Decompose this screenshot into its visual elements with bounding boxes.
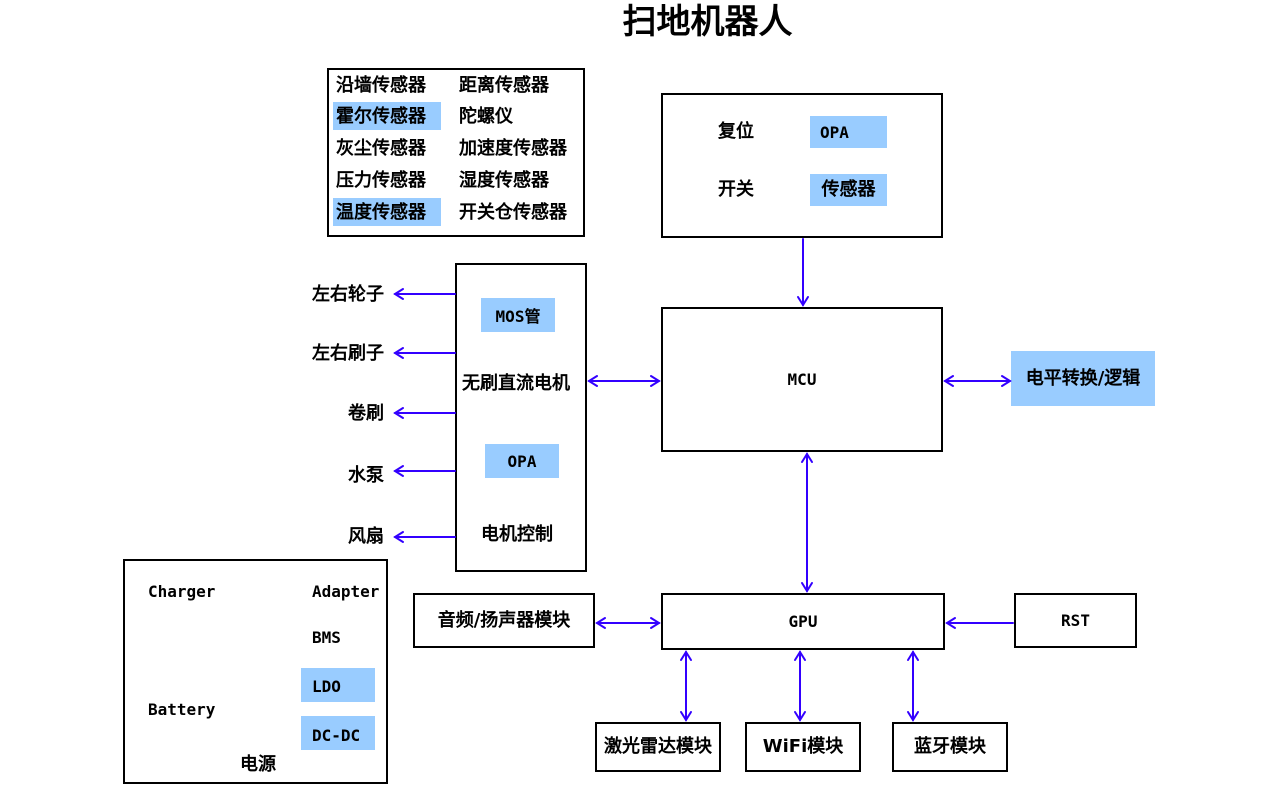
wifi-label: WiFi模块 [762,736,844,757]
sensor-highlight-temp [333,198,441,226]
switch-label: 开关 [718,179,754,200]
charger-label: Charger [148,582,216,601]
dcdc-label: DC-DC [312,726,361,745]
ldo-tag [301,668,375,702]
arrow-reset-mcu [797,238,809,307]
bldc-label: 无刷直流电机 [462,373,570,394]
sensor-temperature: 温度传感器 [336,202,426,223]
rst-label: RST [1061,611,1090,630]
sensor-accelerometer: 加速度传感器 [459,138,567,159]
lidar-label: 激光雷达模块 [604,736,712,757]
mcu-box: MCU [661,307,943,452]
reset-switch-box [661,93,943,238]
bluetooth-box: 蓝牙模块 [892,722,1008,772]
gpu-box: GPU [661,593,945,650]
rst-box: RST [1014,593,1137,648]
arrow-gpu-wifi [794,650,806,722]
mos-text: MOS管 [495,307,541,326]
sensor-wall: 沿墙传感器 [336,75,426,96]
motor-opa-tag: OPA [485,444,559,478]
audio-label: 音频/扬声器模块 [437,609,571,631]
sensor-highlight-hall [333,102,441,130]
ldo-label: LDO [312,677,341,696]
arrow-mcu-gpu [801,452,813,593]
dcdc-tag [301,716,375,750]
diagram-title: 扫地机器人 [622,2,793,42]
reset-label: 复位 [718,121,754,142]
arrow-to-side-brushes [393,347,456,359]
motor-opa-text: OPA [507,451,537,471]
motor-control-label: 电机控制 [481,524,553,545]
output-water-pump: 水泵 [348,465,384,486]
bms-label: BMS [312,628,341,647]
adapter-label: Adapter [312,582,380,601]
arrow-mcu-levelshift [943,375,1012,387]
sensor-distance: 距离传感器 [459,75,549,96]
arrow-gpu-bluetooth [907,650,919,722]
sensor-bin-switch: 开关仓传感器 [459,202,567,223]
switch-sensor-text: 传感器 [821,179,876,200]
bluetooth-label: 蓝牙模块 [914,736,986,757]
lidar-box: 激光雷达模块 [595,722,721,772]
battery-label: Battery [148,700,216,719]
arrow-rst-gpu [945,617,1014,629]
reset-opa-text: OPA [820,122,849,142]
sensor-gyro: 陀螺仪 [459,106,513,127]
output-roller-brush: 卷刷 [348,403,384,424]
output-wheels: 左右轮子 [312,284,384,305]
arrow-to-wheels [393,288,456,300]
output-side-brushes: 左右刷子 [312,343,384,364]
arrow-to-water-pump [393,465,456,477]
gpu-label: GPU [788,612,818,631]
arrow-motor-mcu [587,375,661,387]
switch-sensor-tag: 传感器 [810,174,887,206]
sensor-hall: 霍尔传感器 [336,106,426,127]
arrow-to-fan [393,531,456,543]
arrow-audio-gpu [595,617,661,629]
level-shift-box: 电平转换/逻辑 [1011,351,1155,406]
sensor-pressure: 压力传感器 [336,170,426,191]
wifi-box: WiFi模块 [745,722,861,772]
mos-tag: MOS管 [481,298,555,332]
output-fan: 风扇 [348,526,384,547]
sensor-dust: 灰尘传感器 [336,138,426,159]
level-shift-label: 电平转换/逻辑 [1025,367,1141,389]
arrow-gpu-lidar [680,650,692,722]
power-label: 电源 [240,754,276,775]
mcu-label: MCU [787,370,817,389]
arrow-to-roller-brush [393,407,456,419]
reset-opa-tag: OPA [810,116,887,148]
sensor-humidity: 湿度传感器 [459,170,549,191]
audio-box: 音频/扬声器模块 [413,593,595,648]
